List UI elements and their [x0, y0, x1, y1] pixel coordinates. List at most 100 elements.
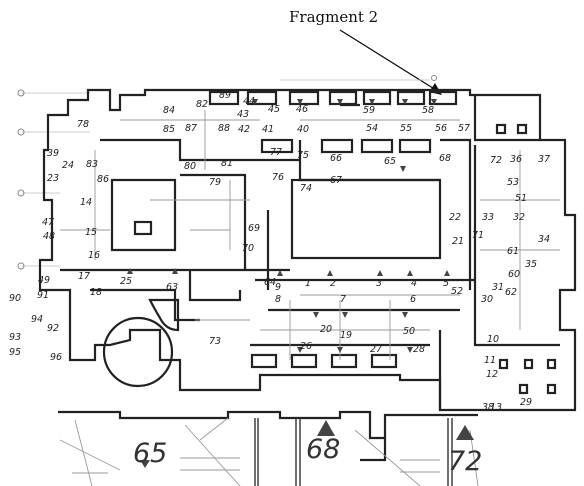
room-label-79: 79 — [209, 177, 221, 188]
room-label-29: 29 — [520, 397, 532, 408]
room-label-60: 60 — [508, 269, 520, 280]
room-label-22: 22 — [449, 212, 461, 223]
room-label-34: 34 — [538, 234, 550, 245]
room-label-73: 73 — [209, 336, 221, 347]
room-label-80: 80 — [184, 161, 196, 172]
room-number-labels: 1 2 3 4 5 6 7 8 9 10 11 12 13 14 15 16 1… — [9, 90, 550, 413]
room-label-56: 56 — [435, 123, 447, 134]
room-label-94: 94 — [31, 314, 43, 325]
room-label-67: 67 — [330, 175, 342, 186]
room-label-18: 18 — [90, 287, 102, 298]
room-label-86: 86 — [97, 174, 109, 185]
room-label-84: 84 — [163, 105, 175, 116]
room-label-69: 69 — [248, 223, 260, 234]
room-label-1: 1 — [305, 278, 311, 289]
room-label-42: 42 — [238, 124, 250, 135]
room-label-54: 54 — [366, 123, 378, 134]
room-label-8: 8 — [275, 294, 281, 305]
room-label-32: 32 — [513, 212, 525, 223]
room-label-28: 28 — [413, 344, 425, 355]
room-label-26: 26 — [300, 341, 312, 352]
fragment-annotation-arrow-line — [339, 29, 437, 91]
room-label-38: 38 — [482, 402, 494, 413]
room-label-57: 57 — [458, 123, 470, 134]
room-label-7: 7 — [340, 294, 346, 305]
room-label-31: 31 — [492, 282, 504, 293]
room-label-77: 77 — [270, 147, 282, 158]
room-label-3: 3 — [376, 278, 382, 289]
room-label-4: 4 — [411, 278, 417, 289]
room-label-2: 2 — [330, 278, 336, 289]
room-label-76: 76 — [272, 172, 284, 183]
room-label-95: 95 — [9, 347, 21, 358]
room-label-82: 82 — [196, 99, 208, 110]
room-label-21: 21 — [452, 236, 464, 247]
room-label-11: 11 — [484, 355, 496, 366]
room-label-15: 15 — [85, 227, 97, 238]
room-label-52: 52 — [451, 286, 463, 297]
room-label-41: 41 — [262, 124, 274, 135]
room-label-66: 66 — [330, 153, 342, 164]
room-label-96: 96 — [50, 352, 62, 363]
room-label-59: 59 — [363, 105, 375, 116]
room-label-74: 74 — [300, 183, 312, 194]
room-label-89: 89 — [219, 90, 231, 101]
room-label-72: 72 — [490, 155, 502, 166]
room-label-93: 93 — [9, 332, 21, 343]
room-label-48: 48 — [43, 231, 55, 242]
room-label-6: 6 — [410, 294, 416, 305]
room-label-23: 23 — [47, 173, 59, 184]
room-label-51: 51 — [515, 193, 527, 204]
room-label-39: 39 — [47, 148, 59, 159]
room-label-40: 40 — [297, 124, 309, 135]
room-label-20: 20 — [320, 324, 332, 335]
room-label-88: 88 — [218, 123, 230, 134]
room-label-64: 64 — [264, 277, 276, 288]
room-label-85: 85 — [163, 124, 175, 135]
room-label-63: 63 — [166, 282, 178, 293]
room-label-92: 92 — [47, 323, 59, 334]
room-label-5: 5 — [443, 278, 449, 289]
zoom-label-65: 65 — [133, 438, 167, 469]
room-label-25: 25 — [120, 276, 132, 287]
room-label-91: 91 — [37, 290, 49, 301]
room-label-43: 43 — [237, 109, 249, 120]
room-label-27: 27 — [370, 344, 382, 355]
room-label-36: 36 — [510, 154, 522, 165]
room-label-17: 17 — [78, 271, 90, 282]
room-label-90: 90 — [9, 293, 21, 304]
room-label-55: 55 — [400, 123, 412, 134]
room-label-49: 49 — [38, 275, 50, 286]
room-label-14: 14 — [80, 197, 92, 208]
room-label-16: 16 — [88, 250, 100, 261]
room-label-75: 75 — [297, 150, 309, 161]
room-label-35: 35 — [525, 259, 537, 270]
room-label-61: 61 — [507, 246, 519, 257]
room-label-62: 62 — [505, 287, 517, 298]
room-label-24: 24 — [62, 160, 74, 171]
room-label-47: 47 — [42, 217, 54, 228]
room-label-45: 45 — [268, 104, 280, 115]
room-label-68: 68 — [439, 153, 451, 164]
room-label-13: 13 — [490, 402, 502, 413]
room-label-50: 50 — [403, 326, 415, 337]
room-label-33: 33 — [482, 212, 494, 223]
room-label-58: 58 — [422, 105, 434, 116]
zoom-label-72: 72 — [448, 446, 482, 477]
room-label-65: 65 — [384, 156, 396, 167]
room-label-70: 70 — [242, 243, 254, 254]
room-label-87: 87 — [185, 123, 197, 134]
room-label-53: 53 — [507, 177, 519, 188]
room-label-37: 37 — [538, 154, 550, 165]
room-label-81: 81 — [221, 158, 233, 169]
room-label-19: 19 — [340, 330, 352, 341]
room-label-44: 44 — [243, 96, 255, 107]
room-label-10: 10 — [487, 334, 499, 345]
room-label-83: 83 — [86, 159, 98, 170]
fragment-annotation-label: Fragment 2 — [289, 8, 378, 26]
room-label-12: 12 — [486, 369, 498, 380]
room-label-46: 46 — [296, 104, 308, 115]
zoomed-detail-strip: 65 68 72 — [58, 410, 482, 486]
room-label-71: 71 — [472, 230, 484, 241]
